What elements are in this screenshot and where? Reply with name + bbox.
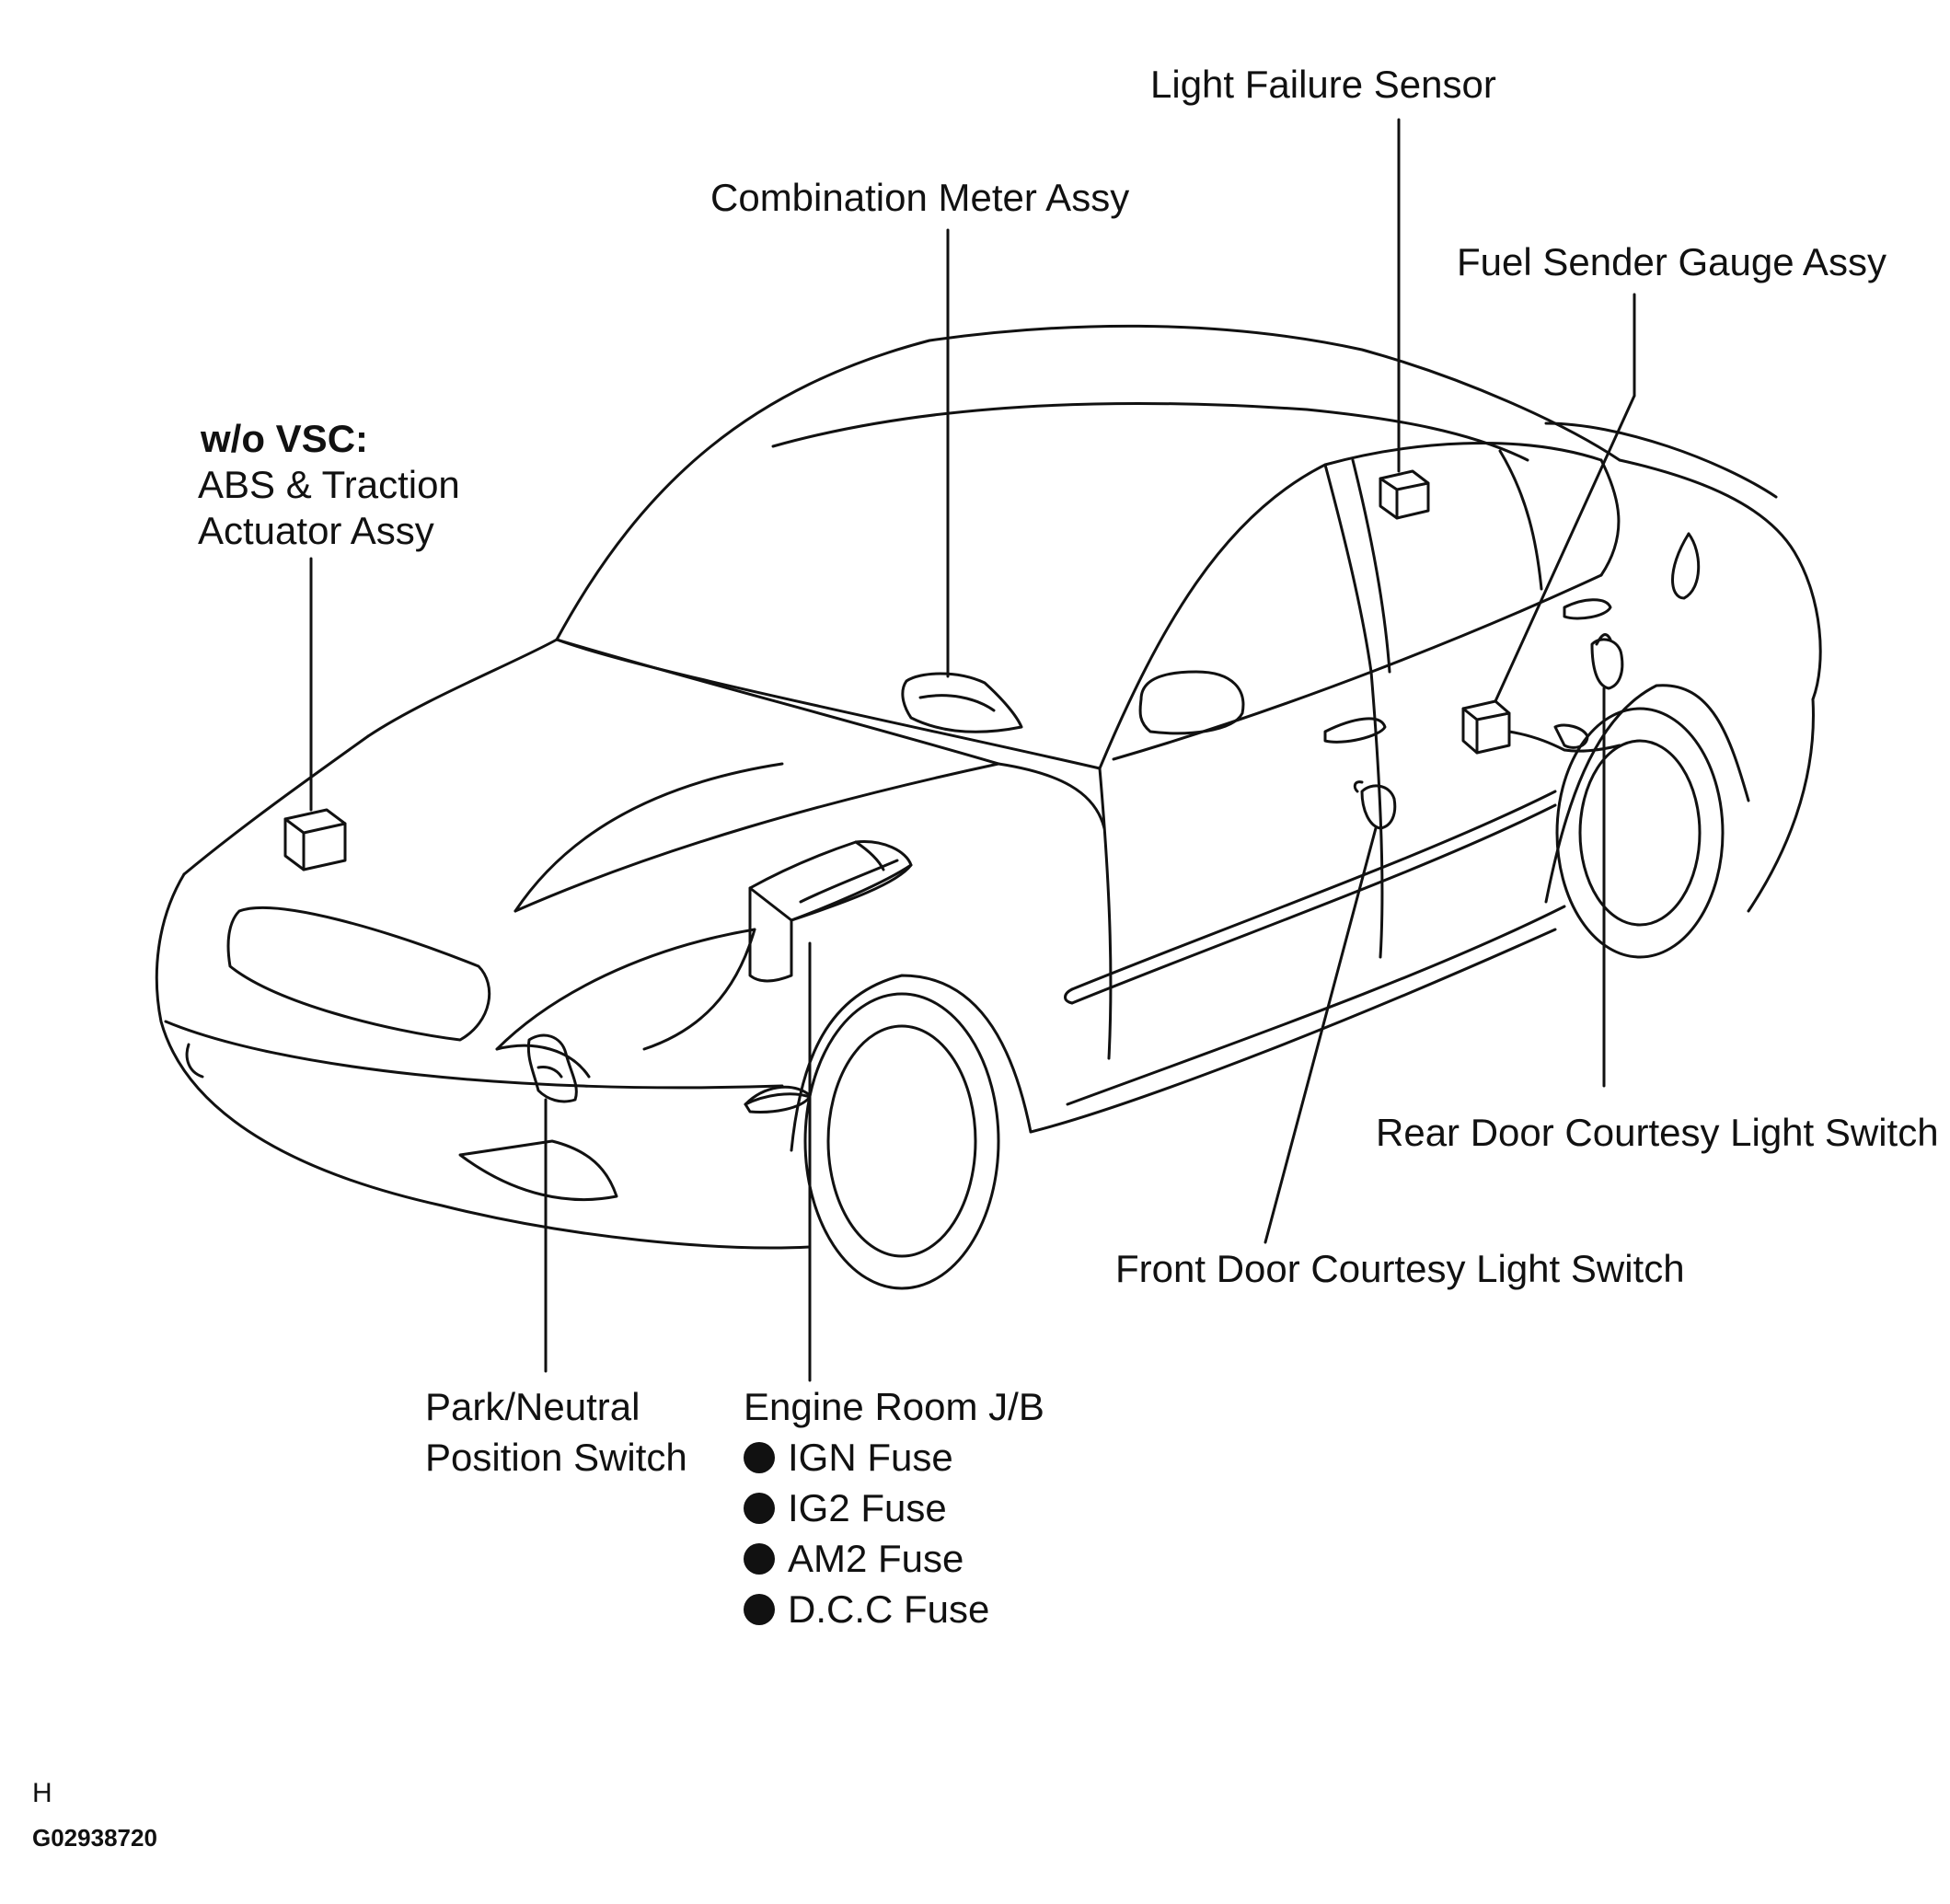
label-light-failure-sensor: Light Failure Sensor bbox=[1150, 63, 1496, 106]
fuse-item: IG2 Fuse bbox=[744, 1483, 947, 1533]
engine-room-jb bbox=[748, 840, 913, 983]
figure-code: G02938720 bbox=[32, 1824, 157, 1852]
combination-meter bbox=[901, 672, 1023, 733]
fuse-item: IGN Fuse bbox=[744, 1433, 953, 1483]
fuse-label: IGN Fuse bbox=[788, 1436, 953, 1479]
car-outline bbox=[155, 324, 1822, 1290]
label-abs-condition: w/o VSC: bbox=[201, 417, 369, 460]
label-park-line2: Position Switch bbox=[425, 1436, 687, 1479]
bullet-dot-icon bbox=[744, 1543, 775, 1575]
label-abs-line2: Actuator Assy bbox=[198, 509, 434, 552]
label-engine-room-jb: Engine Room J/B bbox=[744, 1385, 1044, 1428]
fuel-sender-gauge bbox=[1461, 699, 1511, 755]
fuse-label: AM2 Fuse bbox=[788, 1537, 964, 1580]
rear-door-switch bbox=[1590, 638, 1624, 690]
fuse-label: D.C.C Fuse bbox=[788, 1587, 990, 1631]
abs-actuator-box bbox=[283, 808, 347, 871]
label-park-line1: Park/Neutral bbox=[425, 1385, 640, 1428]
fuse-item: D.C.C Fuse bbox=[744, 1585, 989, 1634]
corner-letter: H bbox=[32, 1778, 52, 1808]
label-front-door-switch: Front Door Courtesy Light Switch bbox=[1115, 1247, 1685, 1290]
fuse-item: AM2 Fuse bbox=[744, 1534, 963, 1584]
bullet-dot-icon bbox=[744, 1442, 775, 1473]
light-failure-sensor bbox=[1379, 469, 1430, 520]
leader-lines bbox=[309, 118, 1636, 1382]
bullet-dot-icon bbox=[744, 1594, 775, 1625]
label-fuel-sender: Fuel Sender Gauge Assy bbox=[1457, 240, 1887, 283]
fuse-label: IG2 Fuse bbox=[788, 1486, 947, 1529]
components bbox=[283, 469, 1624, 1103]
bullet-dot-icon bbox=[744, 1493, 775, 1524]
label-combination-meter: Combination Meter Assy bbox=[710, 176, 1130, 219]
park-neutral-switch bbox=[526, 1033, 578, 1103]
front-door-switch bbox=[1360, 784, 1397, 830]
label-rear-door-switch: Rear Door Courtesy Light Switch bbox=[1376, 1111, 1939, 1154]
label-abs-line1: ABS & Traction bbox=[198, 463, 460, 506]
